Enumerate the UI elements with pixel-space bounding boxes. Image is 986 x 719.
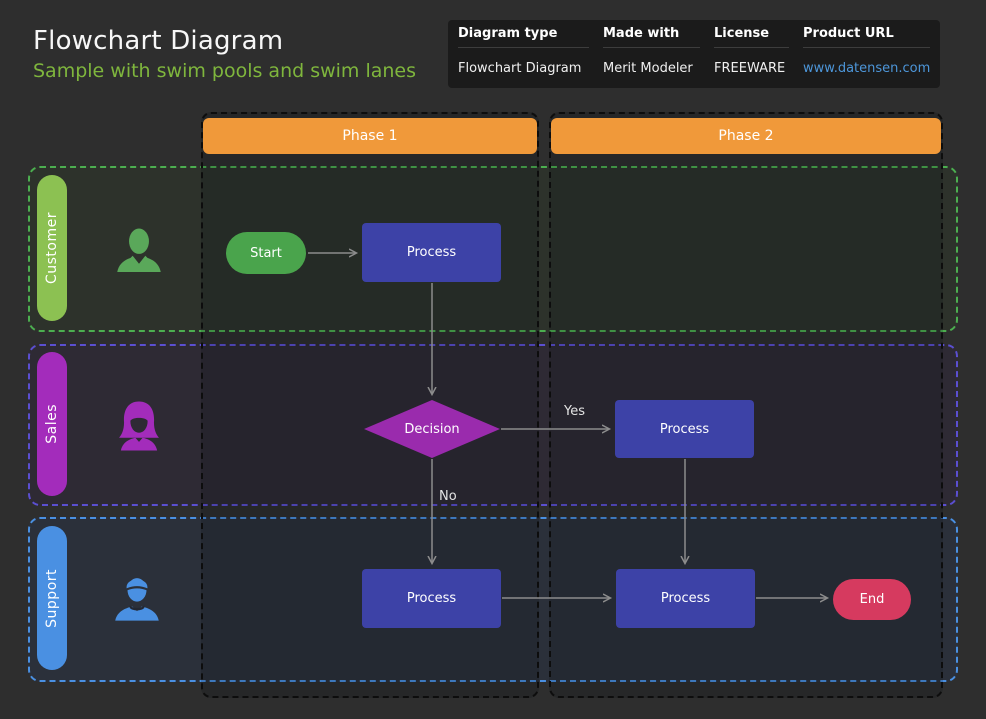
lane-label-sales: Sales [37,352,67,496]
info-table-value-diagram-type: Flowchart Diagram [458,60,582,76]
lane-label-customer: Customer [37,175,67,321]
node-process-support-phase2: Process [616,569,755,628]
node-process-support-phase1: Process [362,569,501,628]
person-female-icon [110,396,168,456]
lane-label-customer-text: Customer [44,211,60,284]
node-start: Start [226,232,306,274]
node-process-sales-phase2: Process [615,400,754,458]
phase-header-1: Phase 1 [203,118,537,154]
node-process-customer-phase1: Process [362,223,501,282]
info-table-header-made-with: Made with [603,20,700,48]
info-table-value-made-with: Merit Modeler [603,60,693,76]
person-male-icon [110,223,168,283]
phase-header-2: Phase 2 [551,118,941,154]
info-table-value-license: FREEWARE [714,60,786,76]
product-url-link[interactable]: www.datensen.com [803,60,931,76]
lane-sales [28,344,958,506]
lane-label-support-text: Support [44,568,60,628]
page-subtitle: Sample with swim pools and swim lanes [33,60,417,82]
info-table-header-license: License [714,20,789,48]
person-cap-icon [108,568,166,628]
page-title: Flowchart Diagram [33,26,284,56]
lane-label-sales-text: Sales [44,404,60,444]
info-table-header-product-url: Product URL [803,20,931,48]
node-end: End [833,579,911,620]
info-table-header-diagram-type: Diagram type [458,20,589,48]
lane-label-support: Support [37,526,67,670]
info-table: Diagram type Made with License Product U… [448,20,940,88]
edge-label-yes: Yes [564,404,585,419]
edge-label-no: No [439,489,457,504]
